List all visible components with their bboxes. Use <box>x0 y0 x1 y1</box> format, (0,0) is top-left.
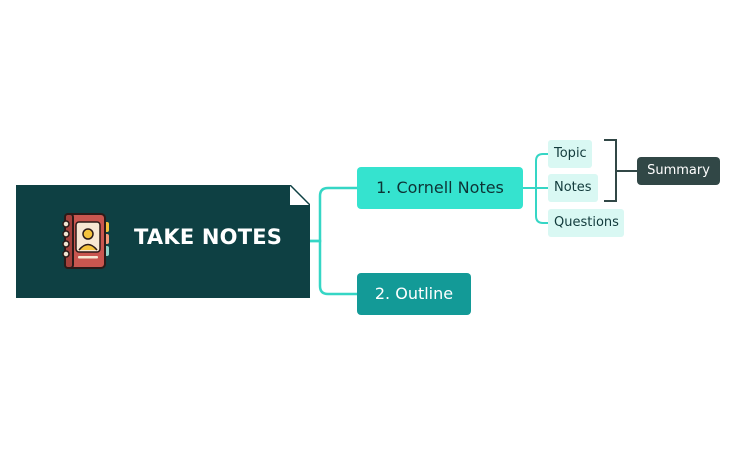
connector-branch1-topic <box>523 153 548 189</box>
leaf-topic[interactable]: Topic <box>548 140 592 168</box>
root-title: TAKE NOTES <box>134 225 283 249</box>
leaf-notes[interactable]: Notes <box>548 174 598 202</box>
branch-cornell-notes[interactable]: 1. Cornell Notes <box>357 167 523 209</box>
leaf-questions[interactable]: Questions <box>548 209 624 237</box>
address-book-icon <box>62 213 109 269</box>
connector-root-branch2 <box>310 239 357 296</box>
connector-root-branch1 <box>310 186 357 243</box>
page-fold-edge <box>290 185 310 205</box>
branch-outline[interactable]: 2. Outline <box>357 273 471 315</box>
summary-bracket <box>604 139 637 202</box>
root-topic[interactable]: TAKE NOTES <box>16 185 310 298</box>
summary-node[interactable]: Summary <box>637 157 720 185</box>
connector-branch1-questions <box>523 187 548 224</box>
